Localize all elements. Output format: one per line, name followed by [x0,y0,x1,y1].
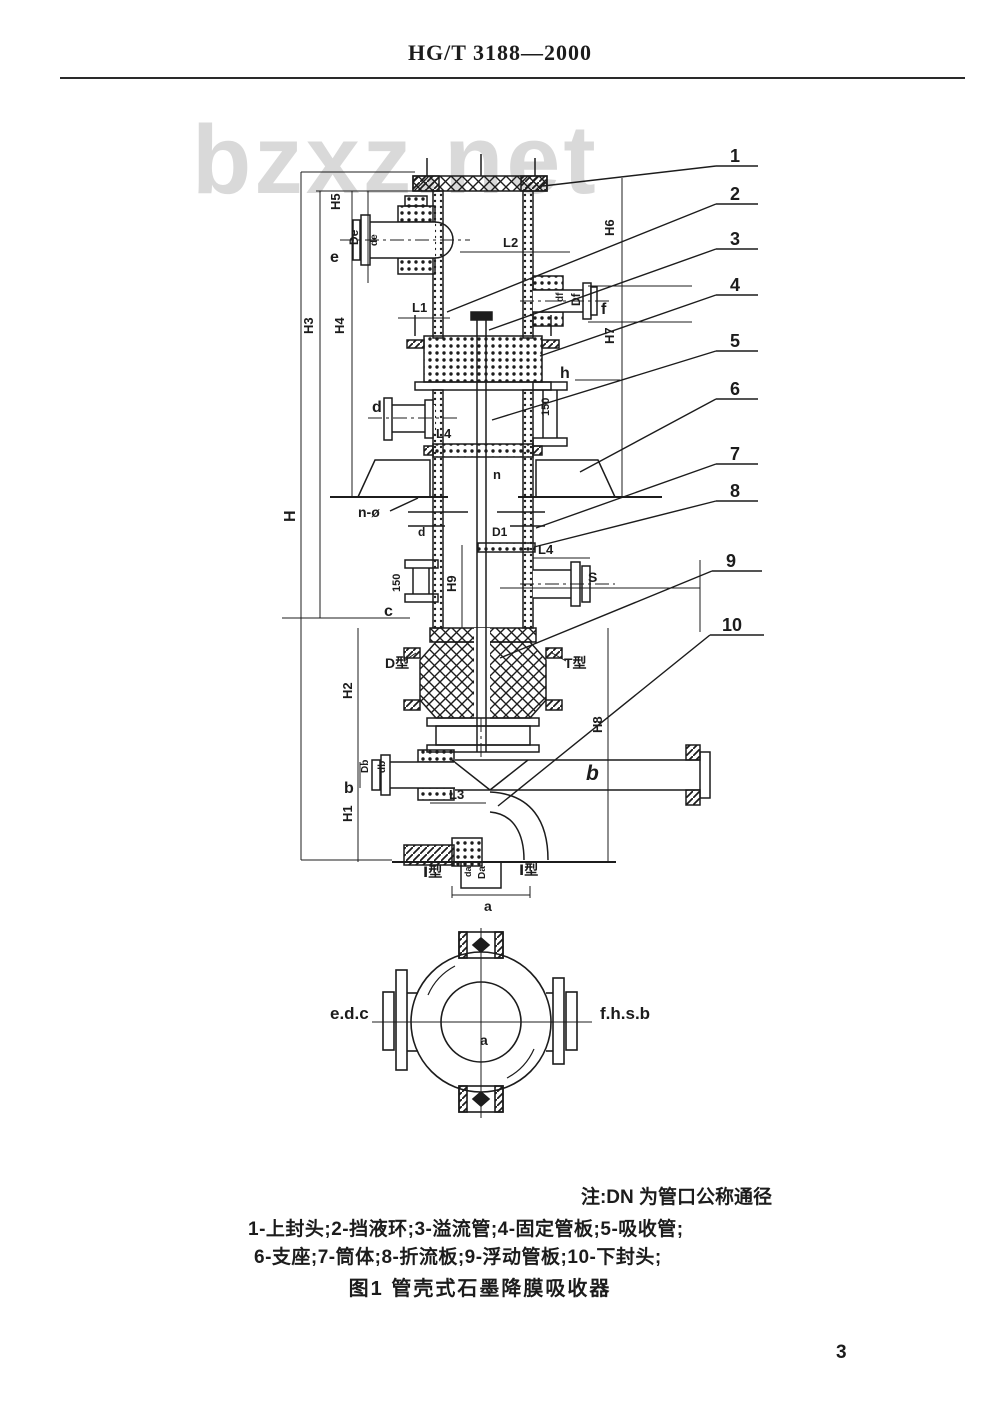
label-e: e [330,249,339,266]
header-rule [60,77,965,79]
label-d-break: d [418,525,425,539]
callout-9: 9 [726,551,736,571]
label-Db: Db [360,760,371,773]
label-f: f [601,301,607,318]
label-H4: H4 [332,317,347,334]
label-df: df [555,292,566,302]
label-H7: H7 [602,327,617,344]
label-type-D: D型 [385,655,409,671]
label-H2: H2 [340,682,355,699]
label-H: H [282,510,299,522]
callout-7: 7 [730,444,740,464]
label-Df: Df [569,292,583,306]
callout-1: 1 [730,146,740,166]
label-d-nozzle: d [372,399,382,416]
callout-8: 8 [730,481,740,501]
label-H3: H3 [301,317,316,334]
label-db: db [377,761,388,773]
label-L2: L2 [503,235,518,250]
label-L1: L1 [412,300,427,315]
label-D1: D1 [492,525,508,539]
figure-caption: 图1 管壳式石墨降膜吸收器 [348,1278,612,1300]
callout-10: 10 [722,615,742,635]
label-de: de [369,234,380,246]
figure-legend-line-2: 6-支座;7-筒体;8-折流板;9-浮动管板;10-下封头; [254,1247,662,1268]
standard-code-header: HG/T 3188—2000 [407,40,593,65]
label-L4-lower: L4 [538,542,554,557]
plan-label-right: f.h.s.b [600,1004,650,1023]
label-H5: H5 [328,193,343,210]
label-H9: H9 [444,575,459,592]
part-callouts: 1 2 3 4 5 6 7 8 9 10 [446,146,764,807]
figure-note: 注:DN 为管口公称通径 [580,1187,772,1208]
label-150-c: 150 [391,574,403,592]
label-Da: Da [477,866,488,879]
label-type-T: T型 [564,655,587,671]
label-b-pipe: b [586,762,599,785]
dimension-labels: H H3 H4 H5 H6 H7 H2 H1 H8 H9 L1 L2 L3 L4… [282,193,617,914]
vessel-elevation-view [282,154,711,898]
label-150-h: 150 [540,398,552,416]
callout-2: 2 [730,184,740,204]
callout-5: 5 [730,331,740,351]
dimension-lines [300,171,692,862]
callout-3: 3 [730,229,740,249]
plan-label-left: e.d.c [330,1004,369,1023]
label-n: n [493,467,501,482]
label-L3: L3 [449,787,464,802]
page-number: 3 [836,1342,847,1363]
plan-label-a: a [480,1032,488,1048]
label-type-I-left: Ⅰ型 [423,864,442,880]
callout-6: 6 [730,379,740,399]
label-H8: H8 [590,716,605,733]
label-c: c [384,603,393,620]
label-S: S [588,569,597,585]
callout-4: 4 [730,275,740,295]
label-a-dim: a [484,898,492,914]
label-da: da [463,866,473,877]
label-b-dim: b [344,780,354,797]
label-h: h [560,365,570,382]
label-De: De [347,229,361,245]
label-type-I-right: Ⅰ型 [519,862,538,878]
figure-legend-line-1: 1-上封头;2-挡液环;3-溢流管;4-固定管板;5-吸收管; [248,1219,684,1240]
plan-view: e.d.c f.h.s.b a [330,928,650,1118]
label-H1: H1 [340,805,355,822]
label-n-holes: n-ø [358,504,380,520]
label-L4-upper: L4 [436,426,452,441]
label-H6: H6 [602,219,617,236]
